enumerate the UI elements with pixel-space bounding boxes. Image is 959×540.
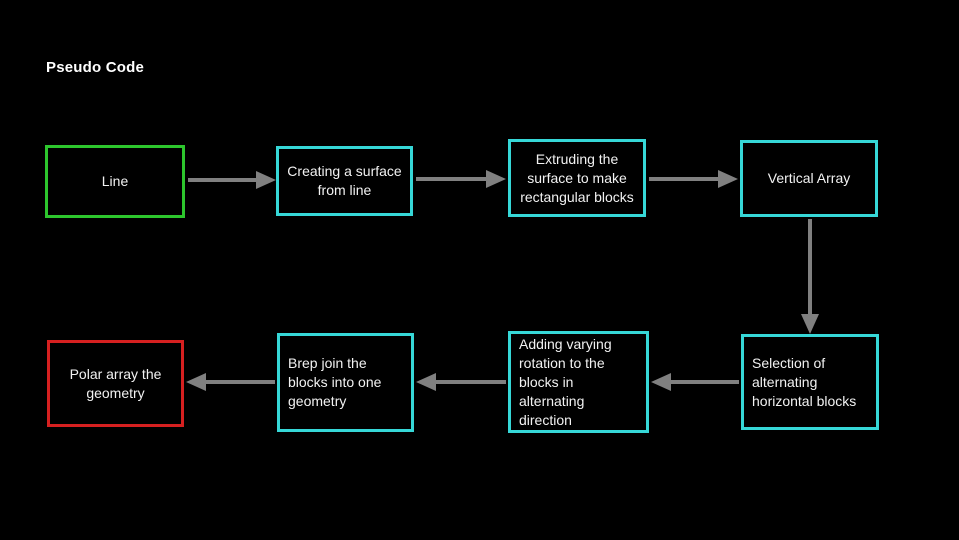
arrow-shaft — [416, 177, 488, 181]
flow-box-label: Polar array the geometry — [69, 365, 162, 401]
arrow-shaft — [669, 380, 739, 384]
flow-box-label: Brep join the blocks into one geometry — [288, 355, 382, 409]
flow-box-vertical-array: Vertical Array — [740, 140, 878, 217]
arrow-shaft — [434, 380, 506, 384]
arrow-shaft — [649, 177, 720, 181]
flow-box-line: Line — [45, 145, 185, 218]
flow-box-surface: Creating a surface from line — [276, 146, 413, 216]
arrow-head-icon — [801, 314, 819, 334]
flow-box-selection: Selection of alternating horizontal bloc… — [741, 334, 879, 430]
arrow-head-icon — [416, 373, 436, 391]
arrow-head-icon — [651, 373, 671, 391]
arrow-shaft — [204, 380, 275, 384]
arrow-head-icon — [186, 373, 206, 391]
arrow-head-icon — [718, 170, 738, 188]
flow-box-label: Creating a surface from line — [287, 163, 402, 198]
flow-box-polar-array: Polar array the geometry — [47, 340, 184, 427]
flow-box-label: Adding varying rotation to the blocks in… — [519, 335, 612, 428]
arrow-shaft — [808, 219, 812, 316]
flow-box-label: Vertical Array — [767, 170, 851, 186]
flow-box-label: Line — [101, 173, 129, 189]
flow-box-brep-join: Brep join the blocks into one geometry — [277, 333, 414, 432]
flow-box-rotation: Adding varying rotation to the blocks in… — [508, 331, 649, 433]
page-title: Pseudo Code — [46, 59, 145, 76]
arrow-head-icon — [486, 170, 506, 188]
arrow-head-icon — [256, 171, 276, 189]
flow-box-extrude: Extruding the surface to make rectangula… — [508, 139, 646, 217]
flow-box-label: Extruding the surface to make rectangula… — [520, 150, 634, 205]
arrow-shaft — [188, 178, 260, 182]
flow-box-label: Selection of alternating horizontal bloc… — [752, 354, 857, 409]
